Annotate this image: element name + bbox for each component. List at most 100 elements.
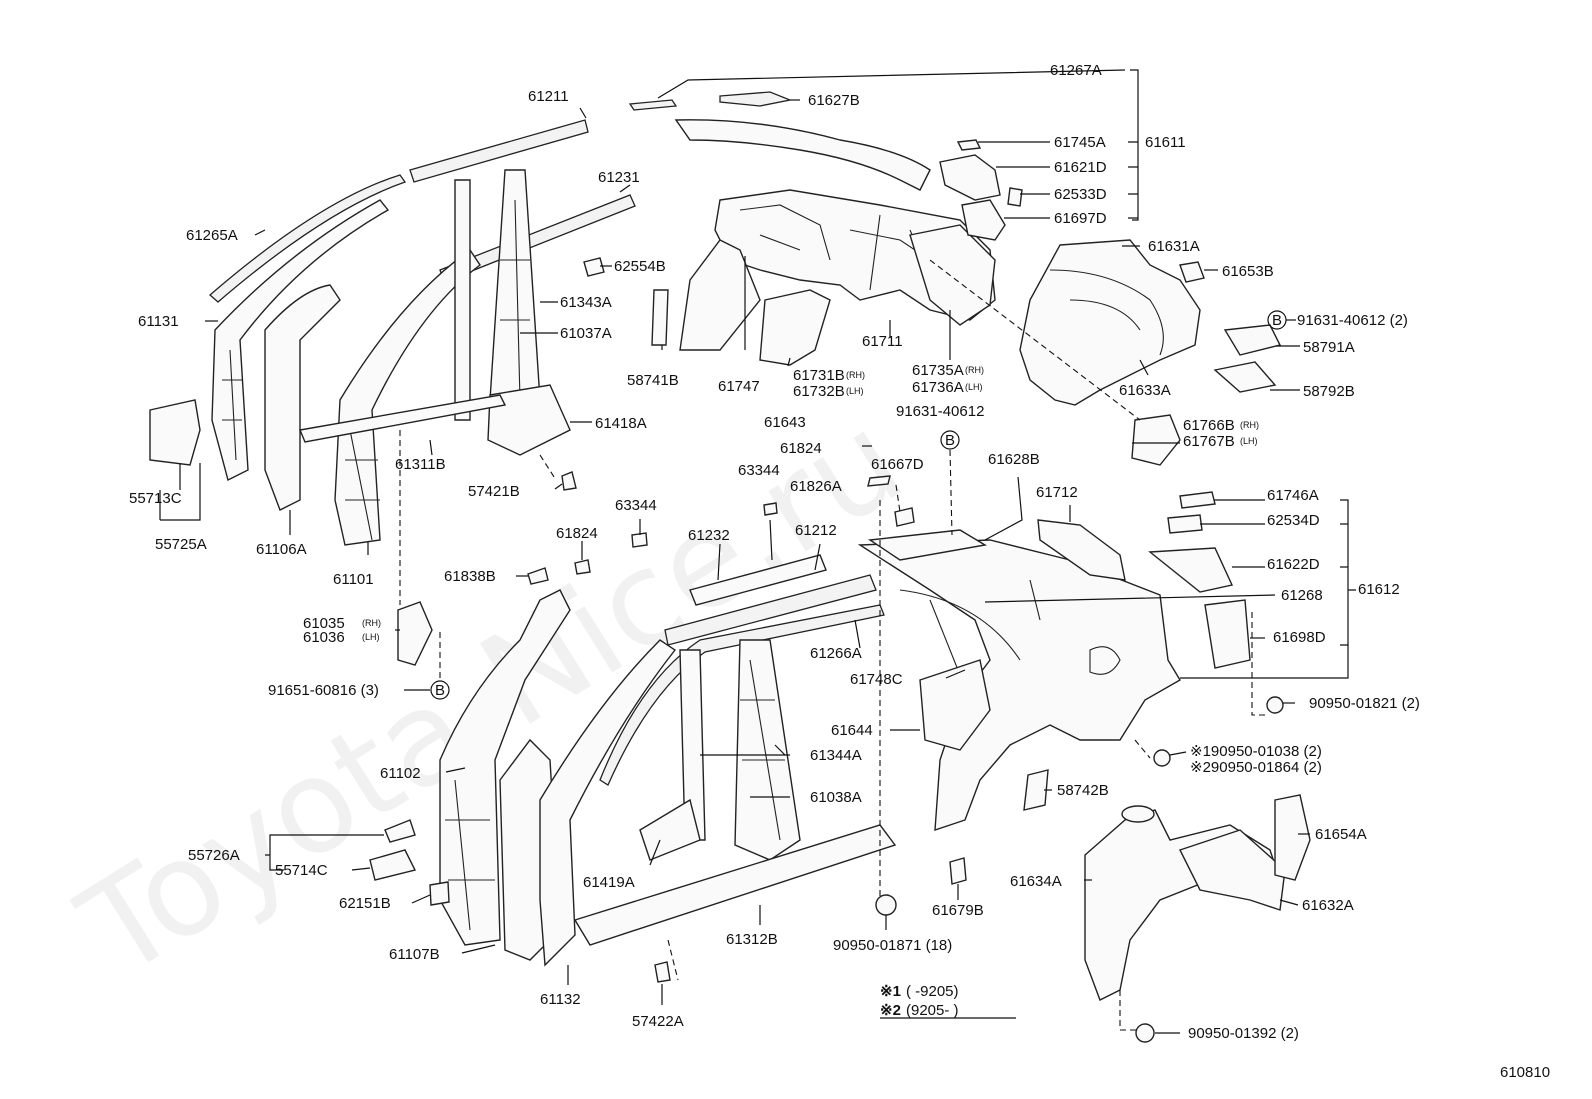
bolt-marker-1-letter: B: [1272, 312, 1282, 329]
part-61211-drawing: [409, 119, 589, 183]
label-61131: 61131: [138, 313, 179, 330]
label-61748c: 61748C: [850, 671, 903, 688]
label-61312b: 61312B: [726, 931, 778, 948]
bolt-marker-2-letter: B: [945, 432, 955, 449]
part-58791a-drawing: [1223, 324, 1282, 356]
label-61747: 61747: [718, 378, 760, 395]
bolt-markers: B B B: [430, 310, 1287, 700]
part-61653b-drawing: [1179, 261, 1205, 283]
label-61736a-lh: (LH): [965, 382, 983, 392]
label-61634a: 61634A: [1010, 873, 1062, 890]
label-61344a: 61344A: [810, 747, 862, 764]
part-61745a-drawing: [956, 139, 982, 151]
label-90950-01392: 90950-01392 (2): [1188, 1025, 1299, 1042]
label-58791a: 58791A: [1303, 339, 1355, 356]
part-55726a-drawing: [384, 819, 416, 843]
label-57422a: 57422A: [632, 1013, 684, 1030]
label-91651-60816: 91651-60816 (3): [268, 682, 379, 699]
front-upper-group: [149, 119, 636, 666]
part-61037a-detail: [500, 199, 530, 401]
bolt-marker-3-letter: B: [435, 682, 445, 699]
part-61766b-drawing: [1131, 414, 1181, 466]
label-61746a: 61746A: [1267, 487, 1319, 504]
label-61644: 61644: [831, 722, 873, 739]
label-61732b-lh: (LH): [846, 386, 864, 396]
part-90950-01038-drawing: [1153, 749, 1171, 767]
part-62534d-drawing: [1167, 514, 1203, 534]
part-61824b-drawing: [574, 559, 591, 575]
label-61612: 61612: [1358, 581, 1400, 598]
label-61767b-lh: (LH): [1240, 436, 1258, 446]
label-61824b: 61824: [556, 525, 598, 542]
bolt-marker-3: [430, 680, 450, 700]
label-61653b: 61653B: [1222, 263, 1274, 280]
label-61731b: 61731B: [793, 367, 845, 384]
part-61622d-drawing: [1148, 547, 1233, 593]
part-61667d-drawing: [894, 507, 915, 527]
label-55713c: 55713C: [129, 490, 182, 507]
lower-body-side: [369, 502, 897, 983]
part-61621d-drawing: [939, 154, 1001, 201]
label-62533d: 62533D: [1054, 186, 1107, 203]
label-61268: 61268: [1281, 587, 1323, 604]
part-61633a-detail: [1049, 269, 1164, 356]
part-61631a-drawing: [1019, 239, 1201, 406]
part-61679b-drawing: [949, 857, 967, 885]
label-61628b: 61628B: [988, 451, 1040, 468]
label-55714c: 55714C: [275, 862, 328, 879]
label-61101: 61101: [333, 571, 374, 588]
legend-range-2: (9205- ): [906, 1002, 959, 1019]
label-61038a: 61038A: [810, 789, 862, 806]
part-61644-drawing: [919, 659, 991, 751]
label-61627b: 61627B: [808, 92, 860, 109]
label-61631a: 61631A: [1148, 238, 1200, 255]
part-61344a-drawing: [679, 649, 706, 841]
part-61232-drawing: [689, 554, 827, 606]
part-61697d-drawing: [961, 199, 1006, 241]
label-61745a: 61745A: [1054, 134, 1106, 151]
part-61106a-drawing: [264, 284, 341, 511]
label-61211: 61211: [528, 88, 569, 105]
part-90950-01821-drawing: [1266, 696, 1284, 714]
part-61634a-cap: [1121, 805, 1155, 823]
part-61418a-drawing: [487, 384, 571, 456]
diagram-id: 610810: [1500, 1064, 1550, 1081]
label-58742b: 58742B: [1057, 782, 1109, 799]
label-61132: 61132: [540, 991, 581, 1008]
bolt-marker-2: [940, 430, 960, 450]
label-61106a: 61106A: [256, 541, 307, 558]
label-61035: 61035: [303, 615, 345, 632]
label-90950-01871: 90950-01871 (18): [833, 937, 952, 954]
label-61036-lh: (LH): [362, 632, 380, 642]
label-58741b: 58741B: [627, 372, 679, 389]
rear-wheelhouse-lower: [1084, 794, 1311, 1001]
label-61231: 61231: [598, 169, 640, 186]
part-61747-drawing: [679, 239, 761, 351]
label-61632a: 61632A: [1302, 897, 1354, 914]
label-61102: 61102: [380, 765, 421, 782]
label-61766b: 61766B: [1183, 417, 1235, 434]
part-61265a-drawing: [209, 174, 407, 303]
label-61037a: 61037A: [560, 325, 612, 342]
label-61731b-rh: (RH): [846, 370, 865, 380]
label-61266a: 61266A: [810, 645, 862, 662]
part-63344a-drawing: [763, 502, 778, 516]
part-61101-detail: [345, 429, 380, 541]
part-55713c-drawing: [149, 399, 201, 466]
label-61633a: 61633A: [1119, 382, 1171, 399]
part-61632a-drawing: [1179, 829, 1286, 911]
label-61654a: 61654A: [1315, 826, 1367, 843]
label-55726a: 55726A: [188, 847, 240, 864]
part-61612-detail: [899, 579, 1121, 701]
label-61418a: 61418A: [595, 415, 647, 432]
part-61611-roof-rail: [674, 119, 931, 191]
part-58741b-drawing: [651, 289, 669, 346]
part-61643-drawing: [759, 289, 831, 366]
part-61312b-drawing: [573, 824, 897, 946]
label-61035-rh: (RH): [362, 618, 381, 628]
part-61712-drawing: [1037, 519, 1126, 581]
part-61711-detail: [739, 204, 941, 301]
label-61212: 61212: [795, 522, 837, 539]
part-61101-drawing: [334, 249, 481, 546]
